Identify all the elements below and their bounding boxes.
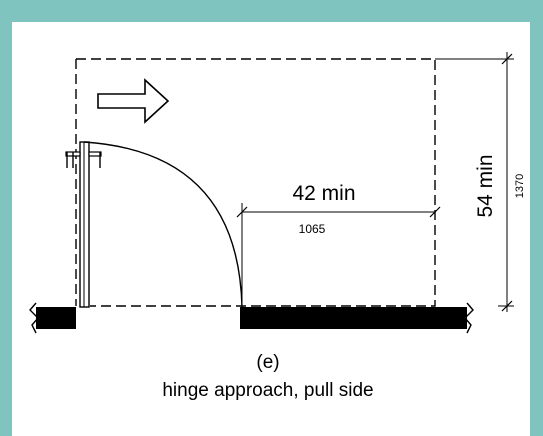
depth-dimension <box>435 52 514 312</box>
diagram-panel <box>12 22 530 436</box>
door-swing-arc <box>83 141 243 308</box>
wall-left <box>36 307 76 329</box>
width-dimension-metric: 1065 <box>299 222 326 236</box>
door-pull-handle-icon <box>65 151 102 168</box>
wall-right <box>240 307 467 329</box>
figure-letter: (e) <box>256 352 279 373</box>
figure-caption: hinge approach, pull side <box>162 380 373 401</box>
depth-dimension-metric: 1370 <box>514 174 526 198</box>
wall-right-break-mark <box>464 302 474 334</box>
width-dimension-label: 42 min <box>292 182 355 205</box>
depth-dimension-label: 54 min <box>474 154 497 217</box>
clear-floor-space-outline <box>76 58 436 307</box>
wall-left-break-mark <box>29 302 39 334</box>
width-dimension <box>236 203 441 307</box>
approach-arrow-icon <box>97 78 170 124</box>
